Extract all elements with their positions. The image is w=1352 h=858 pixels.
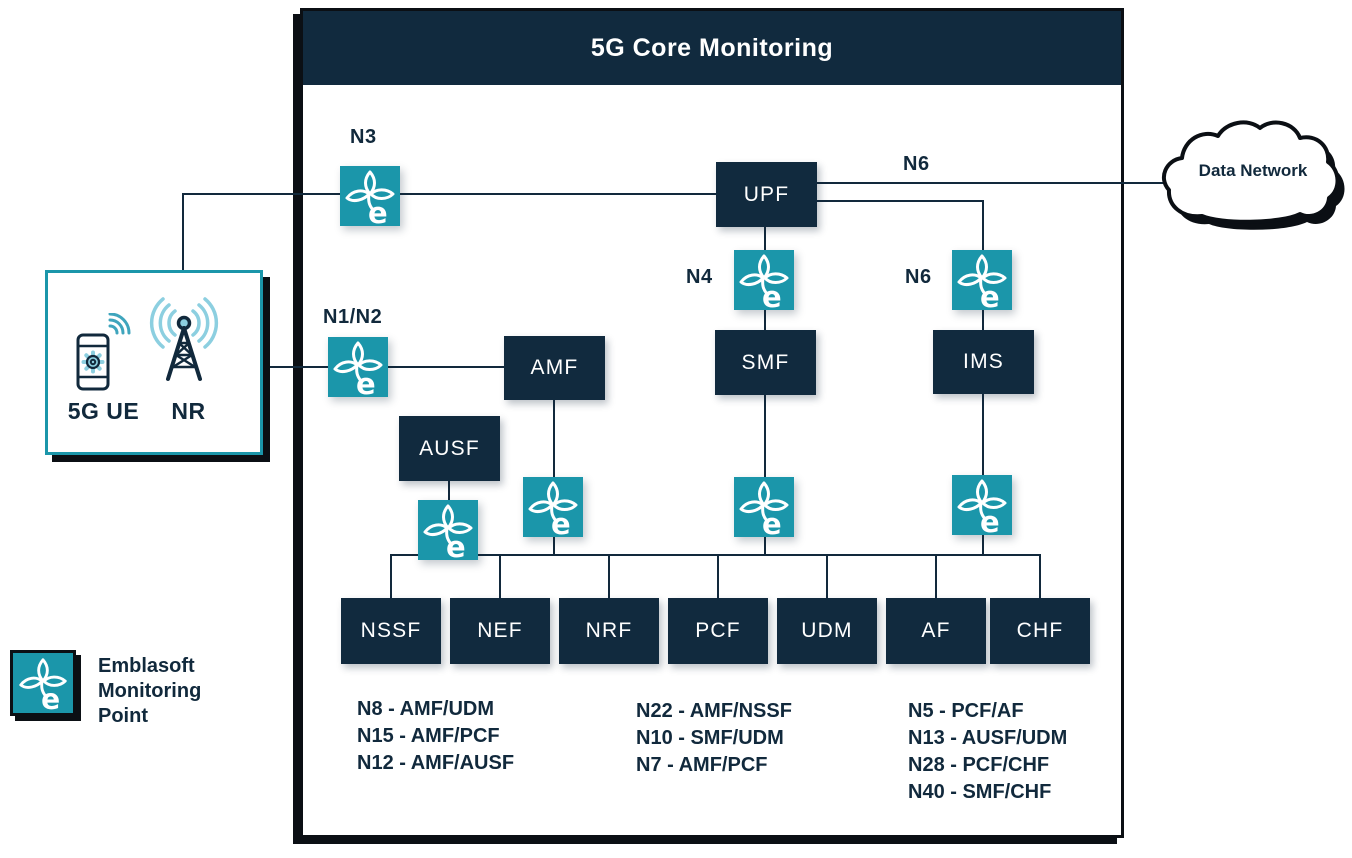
node-af-label: AF	[921, 619, 951, 642]
connector-sbi-bus	[391, 554, 1041, 556]
monitoring-point-n4	[734, 250, 794, 310]
connector-drop-chf	[1039, 554, 1041, 599]
label-n3: N3	[350, 126, 377, 148]
node-udm: UDM	[777, 598, 877, 664]
node-pcf-label: PCF	[695, 619, 741, 642]
monitoring-point-n6	[952, 250, 1012, 310]
node-chf: CHF	[990, 598, 1090, 664]
connector-access-up	[182, 193, 184, 271]
node-nrf: NRF	[559, 598, 659, 664]
node-amf: AMF	[504, 336, 605, 400]
ref-line: N40 - SMF/CHF	[908, 781, 1052, 803]
node-nef: NEF	[450, 598, 550, 664]
emblasoft-logo-icon	[528, 481, 578, 537]
ue-label: 5G UE	[67, 398, 140, 424]
connector-drop-nssf	[390, 554, 392, 599]
node-ims-label: IMS	[963, 350, 1004, 373]
frame-header: 5G Core Monitoring	[303, 11, 1121, 85]
node-af: AF	[886, 598, 986, 664]
signal-waves-icon	[108, 313, 131, 335]
node-nssf-label: NSSF	[360, 619, 422, 642]
connector-drop-udm	[826, 554, 828, 599]
label-n4: N4	[686, 266, 713, 288]
legend-monitoring-point-icon	[10, 650, 76, 716]
emblasoft-logo-icon	[345, 170, 395, 226]
cloud-icon	[1162, 120, 1345, 230]
connector-drop-nrf	[608, 554, 610, 599]
emblasoft-logo-icon	[423, 504, 473, 560]
ref-line: N10 - SMF/UDM	[636, 727, 784, 749]
emblasoft-logo-icon	[957, 479, 1007, 535]
radio-tower-icon	[149, 297, 219, 381]
node-nrf-label: NRF	[585, 619, 633, 642]
reference-points-column3: N5 - PCF/AF N13 - AUSF/UDM N28 - PCF/CHF…	[908, 698, 1067, 806]
ref-line: N28 - PCF/CHF	[908, 754, 1050, 776]
emblasoft-logo-icon	[19, 658, 67, 712]
data-network-label: Data Network	[1198, 161, 1308, 180]
node-smf-label: SMF	[741, 350, 790, 374]
monitoring-point-n1n2	[328, 337, 388, 397]
legend-label: Emblasoft Monitoring Point	[98, 655, 202, 727]
connector-drop-nef	[499, 554, 501, 599]
connector-n3-horizontal	[182, 193, 716, 195]
emblasoft-logo-icon	[957, 254, 1007, 310]
emblasoft-logo-icon	[333, 341, 383, 397]
monitoring-point-ims-sbi	[952, 475, 1012, 535]
node-upf: UPF	[716, 162, 817, 227]
monitoring-point-amf-sbi	[523, 477, 583, 537]
ref-line: N13 - AUSF/UDM	[908, 727, 1068, 749]
data-network-cloud	[1158, 112, 1350, 240]
ref-line: N8 - AMF/UDM	[357, 698, 495, 720]
node-nssf: NSSF	[341, 598, 441, 664]
monitoring-point-ausf-sbi	[418, 500, 478, 560]
page-title: 5G Core Monitoring	[590, 33, 834, 62]
node-upf-label: UPF	[743, 182, 790, 206]
connector-upf-ims-horizontal	[816, 200, 984, 202]
node-ausf: AUSF	[399, 416, 500, 481]
node-ims: IMS	[933, 330, 1034, 394]
access-network-box: 5G UE NR	[45, 270, 263, 455]
ref-line: N5 - PCF/AF	[908, 700, 1024, 722]
ref-line: N7 - AMF/PCF	[636, 754, 768, 776]
label-n1n2: N1/N2	[323, 306, 383, 328]
label-n6-core: N6	[905, 266, 932, 288]
reference-points-column2: N22 - AMF/NSSF N10 - SMF/UDM N7 - AMF/PC…	[636, 698, 792, 779]
ref-line: N15 - AMF/PCF	[357, 725, 500, 747]
node-nef-label: NEF	[477, 619, 523, 642]
nr-label: NR	[171, 398, 206, 424]
node-smf: SMF	[715, 330, 816, 395]
ref-line: N12 - AMF/AUSF	[357, 752, 515, 774]
emblasoft-logo-icon	[739, 254, 789, 310]
reference-points-column1: N8 - AMF/UDM N15 - AMF/PCF N12 - AMF/AUS…	[357, 696, 514, 777]
connector-drop-af	[935, 554, 937, 599]
connector-n6-datanetwork	[816, 182, 1168, 184]
connector-drop-pcf	[717, 554, 719, 599]
emblasoft-logo-icon	[739, 481, 789, 537]
node-ausf-label: AUSF	[419, 436, 480, 460]
monitoring-point-n3	[340, 166, 400, 226]
node-udm-label: UDM	[801, 619, 853, 642]
label-n6-datanetwork: N6	[903, 153, 930, 175]
ref-line: N22 - AMF/NSSF	[636, 700, 792, 722]
smartphone-icon	[76, 313, 131, 391]
node-chf-label: CHF	[1016, 619, 1064, 642]
monitoring-point-smf-sbi	[734, 477, 794, 537]
node-pcf: PCF	[668, 598, 768, 664]
node-amf-label: AMF	[530, 356, 579, 379]
